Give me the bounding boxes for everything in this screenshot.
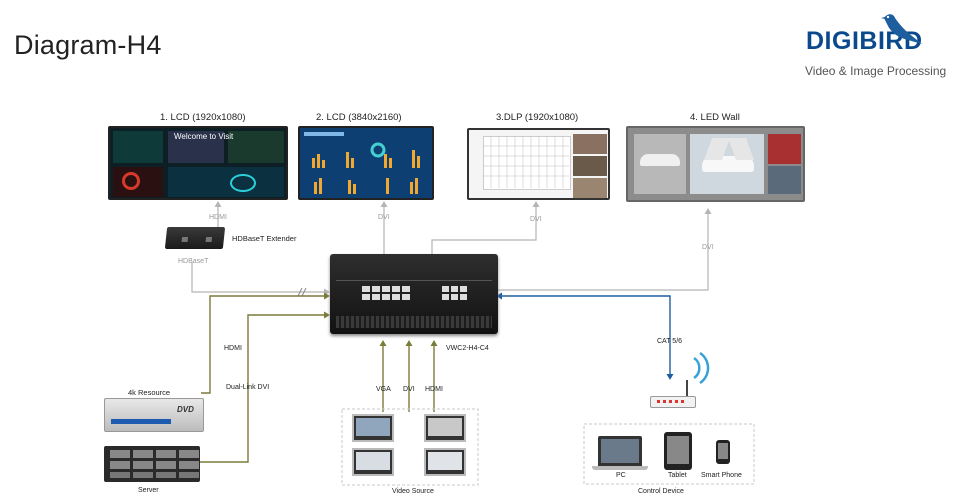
display-3-label: 3.DLP (1920x1080)	[496, 112, 579, 123]
led-wall-screen	[626, 126, 805, 202]
extender-label: HDBaseT Extender	[232, 234, 297, 243]
display-4-label: 4. LED Wall	[690, 112, 740, 123]
dual-link-dvi-label: Dual-Link DVI	[226, 384, 270, 391]
hdmi-top-label: HDMI	[209, 214, 227, 221]
processor-unit	[330, 254, 498, 334]
dvd-logo: DVD	[177, 405, 194, 414]
dlp-grid-chart	[483, 136, 569, 188]
dvi-display3-line	[431, 203, 537, 255]
dvi-3-label: DVI	[530, 216, 542, 223]
hdmi-left-label: HDMI	[224, 345, 242, 352]
phone-label: Smart Phone	[701, 472, 742, 479]
laptop-base	[592, 466, 648, 470]
source-monitor-2	[424, 414, 466, 442]
resource-4k-label: 4k Resource	[128, 388, 171, 397]
dvi-display4-line	[498, 210, 709, 291]
cat-label: CAT 5/6	[657, 338, 683, 345]
dvd-player: DVD	[104, 398, 204, 432]
hdbaset-label: HDBaseT	[178, 258, 209, 265]
dvi-2-label: DVI	[378, 214, 390, 221]
dvi-server-line	[200, 314, 328, 463]
wifi-icon	[693, 351, 710, 385]
processor-buttons	[362, 286, 414, 302]
server-unit	[104, 446, 200, 482]
dlp-screen	[467, 128, 610, 200]
cat-line	[498, 295, 671, 378]
source-monitor-4	[424, 448, 466, 476]
display-2-label: 2. LCD (3840x2160)	[316, 112, 402, 123]
page-title: Diagram-H4	[14, 30, 162, 60]
pc-laptop	[598, 436, 642, 466]
break-marks	[297, 287, 307, 297]
olive-arrowheads	[324, 292, 438, 346]
dvi-4-label: DVI	[702, 244, 714, 251]
hdmi-4k-line	[201, 295, 328, 394]
welcome-text: Welcome to Visit	[174, 132, 234, 141]
lcd-1-screen: Welcome to Visit	[108, 126, 288, 200]
display-1-label: 1. LCD (1920x1080)	[160, 112, 246, 123]
pc-label: PC	[616, 472, 626, 479]
control-device-box	[583, 423, 755, 485]
processor-label: VWC2-H4-C4	[446, 345, 489, 352]
control-device-label: Control Device	[638, 488, 684, 495]
smart-phone	[716, 440, 730, 464]
vga-in-label: VGA	[376, 386, 391, 393]
router-antenna	[686, 380, 688, 396]
video-source-label: Video Source	[392, 488, 434, 495]
tablet-label: Tablet	[668, 472, 687, 479]
lcd-2-screen	[298, 126, 434, 200]
source-monitor-3	[352, 448, 394, 476]
source-monitor-1	[352, 414, 394, 442]
dashboard-graphic	[304, 132, 420, 194]
hdbaset-extender	[164, 227, 226, 249]
router	[650, 396, 696, 408]
dvi-in-label: DVI	[403, 386, 415, 393]
hdmi-in-label: HDMI	[425, 386, 443, 393]
video-source-box	[341, 408, 479, 486]
brand-tagline: Video & Image Processing	[805, 64, 947, 78]
tablet	[664, 432, 692, 470]
bird-icon	[881, 14, 922, 44]
hdbaset-line	[191, 262, 328, 293]
server-label: Server	[138, 487, 159, 494]
